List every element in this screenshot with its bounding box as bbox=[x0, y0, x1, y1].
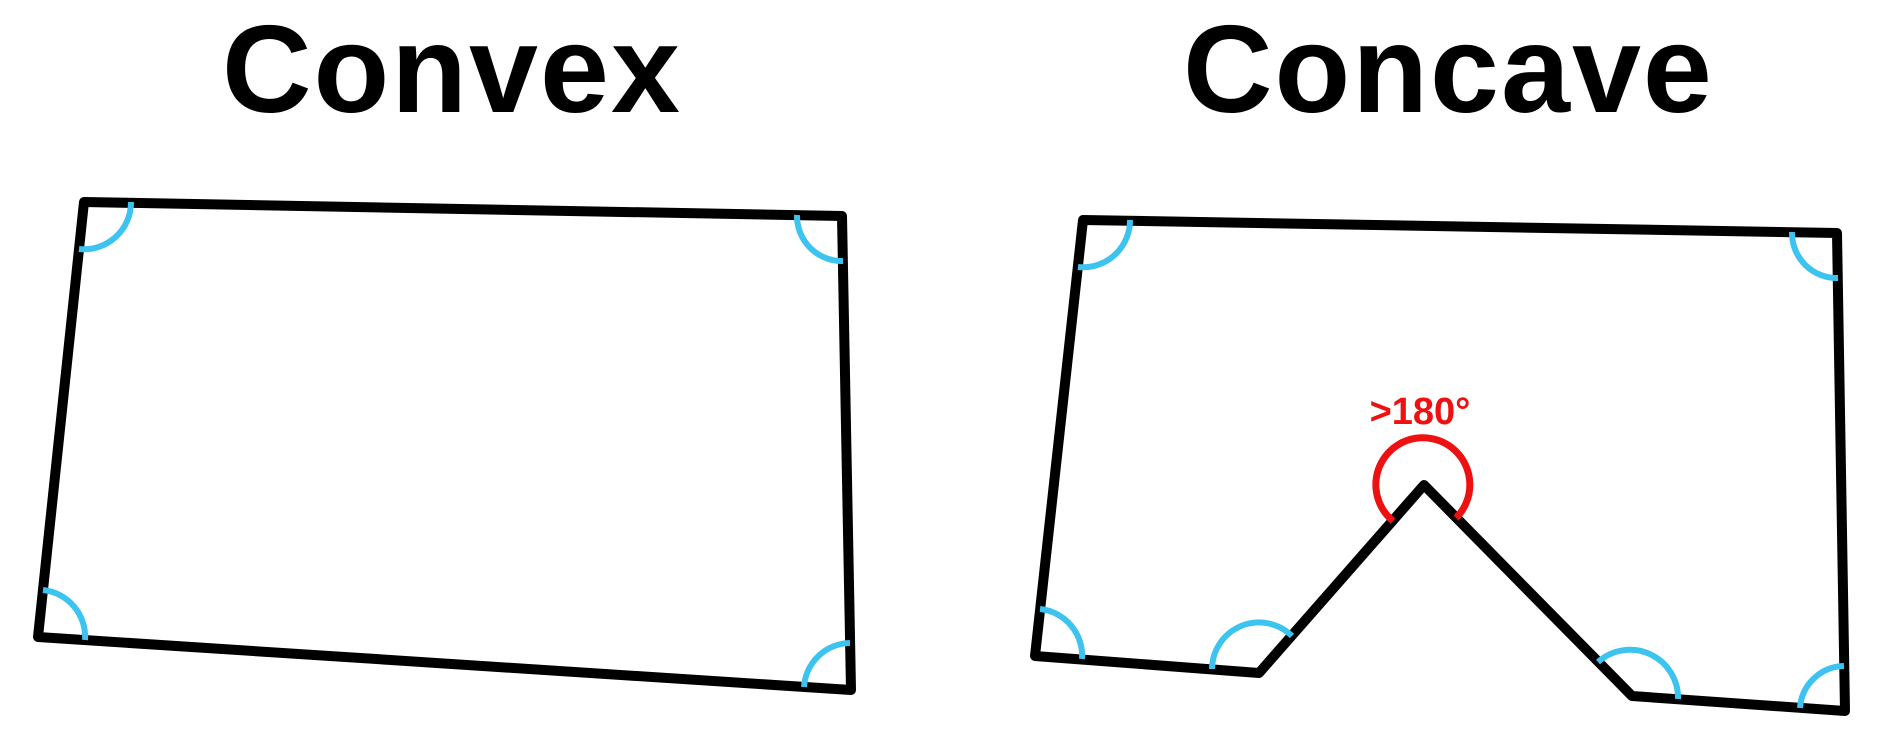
convex-title: Convex bbox=[222, 1, 682, 139]
reflex-angle-label: >180° bbox=[1370, 391, 1471, 433]
convex-quadrilateral bbox=[33, 197, 856, 695]
concave-angle-arc-right-valley bbox=[1596, 646, 1682, 700]
concave-angle-arc-top-left bbox=[1077, 219, 1134, 271]
concave-angle-arc-left-valley bbox=[1209, 619, 1295, 670]
concave-polygon bbox=[1030, 215, 1850, 716]
concave-angle-arc-bottom-left bbox=[1039, 606, 1086, 660]
concave-title: Concave bbox=[1183, 1, 1714, 139]
convex-angle-arc-bottom-left bbox=[42, 587, 89, 641]
concave-angle-arc-top-right bbox=[1788, 231, 1839, 282]
convex-angle-arc-bottom-right bbox=[801, 640, 851, 688]
convex-angle-arc-top-right bbox=[793, 214, 844, 265]
convex-angle-arc-top-left bbox=[78, 201, 135, 253]
reflex-angle-arc bbox=[1372, 434, 1474, 524]
concave-angle-arc-bottom-right bbox=[1797, 663, 1845, 709]
